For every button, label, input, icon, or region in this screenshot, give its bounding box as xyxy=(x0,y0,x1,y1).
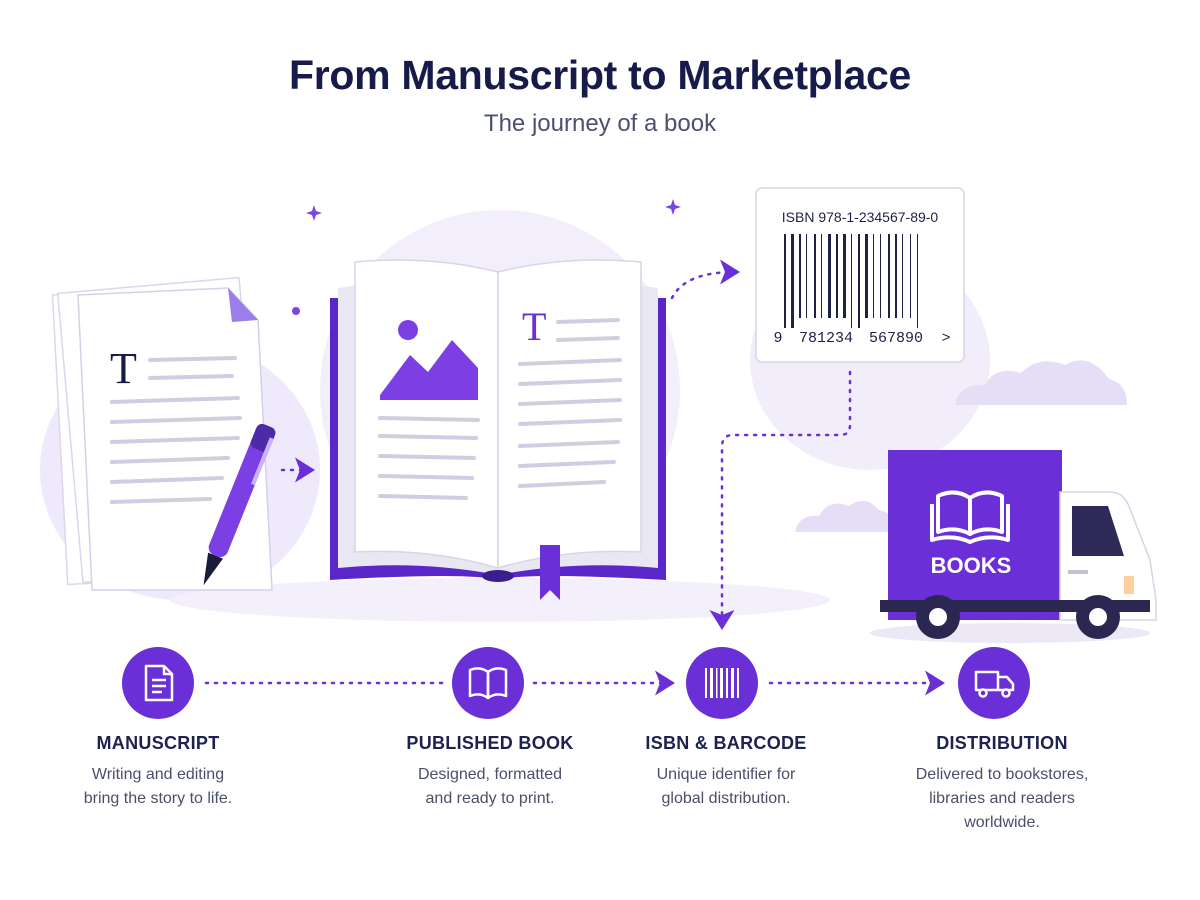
isbn-card: ISBN 978-1-234567-89-0 9 781234 567890 > xyxy=(755,187,965,363)
barcode-arrow: > xyxy=(941,330,950,347)
page-subtitle: The journey of a book xyxy=(483,110,717,137)
cloud-icon xyxy=(795,360,1127,532)
barcode-digit-left: 9 xyxy=(773,330,782,347)
sparkle-icon xyxy=(292,199,681,315)
manuscript-illustration: T xyxy=(51,276,276,591)
truck-icon xyxy=(974,670,1015,698)
step-title-isbn: ISBN & BARCODE xyxy=(645,733,807,753)
manuscript-letter: T xyxy=(110,344,137,393)
book-letter: T xyxy=(522,304,546,349)
barcode-icon xyxy=(705,668,739,698)
open-book-icon xyxy=(930,490,1010,544)
open-book-illustration: T xyxy=(330,259,666,600)
document-icon xyxy=(144,664,174,702)
pen-icon xyxy=(203,423,276,586)
step-icon-distribution xyxy=(958,647,1030,719)
isbn-text: ISBN 978-1-234567-89-0 xyxy=(782,209,939,225)
upper-connectors xyxy=(280,259,852,630)
barcode-digits-mid: 781234 xyxy=(799,330,853,347)
barcode-digits-right: 567890 xyxy=(869,330,923,347)
step-title-distribution: DISTRIBUTION xyxy=(936,733,1068,753)
step-icon-manuscript xyxy=(122,647,194,719)
page-title: From Manuscript to Marketplace xyxy=(288,52,912,98)
step-title-manuscript: MANUSCRIPT xyxy=(96,733,220,753)
step-icon-published-book xyxy=(452,647,524,719)
step-desc-distribution: Delivered to bookstores,libraries and re… xyxy=(915,766,1089,831)
step-title-published-book: PUBLISHED BOOK xyxy=(406,733,574,753)
delivery-truck-illustration: BOOKS xyxy=(880,450,1157,639)
step-icon-isbn xyxy=(686,647,758,719)
open-book-icon xyxy=(468,667,508,700)
truck-label: BOOKS xyxy=(931,553,1012,578)
bookmark-ribbon xyxy=(540,545,560,600)
barcode-bars xyxy=(784,234,918,328)
